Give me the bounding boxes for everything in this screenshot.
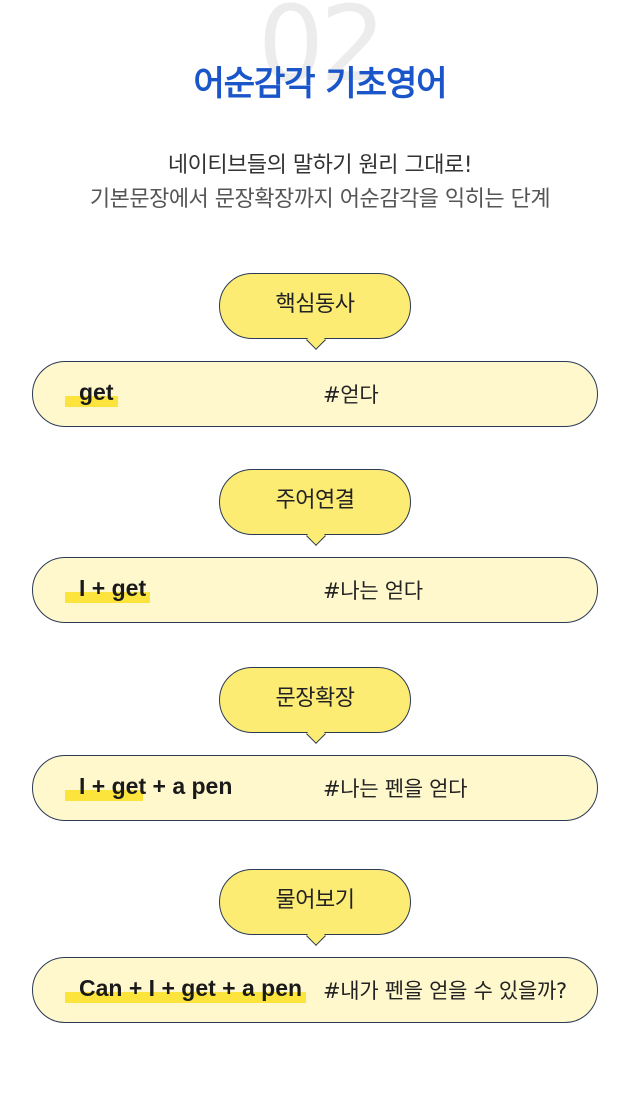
subtitle-line-2: 기본문장에서 문장확장까지 어순감각을 익히는 단계 xyxy=(89,187,551,212)
english-text: get xyxy=(79,379,114,405)
step-label: 문장확장 xyxy=(275,686,355,711)
english-phrase: Can + I + get + a pen xyxy=(65,971,307,1005)
english-phrase: I + get + a pen xyxy=(65,769,233,803)
example-row-subject: I + get #나는 얻다 xyxy=(32,557,598,623)
english-text: I + get xyxy=(79,575,147,601)
step-bubble-subject: 주어연결 xyxy=(219,469,411,535)
highlight-marker xyxy=(65,790,143,801)
example-row-question: Can + I + get + a pen #내가 펜을 얻을 수 있을까? xyxy=(32,957,598,1023)
english-text: I + get + a pen xyxy=(79,773,233,799)
step-label: 핵심동사 xyxy=(275,292,355,317)
english-phrase: get xyxy=(65,375,118,409)
english-text: Can + I + get + a pen xyxy=(79,975,303,1001)
step-number-watermark: 02 xyxy=(257,0,386,105)
example-row-core-verb: get #얻다 xyxy=(32,361,598,427)
step-label: 물어보기 xyxy=(275,888,355,913)
korean-meaning: #얻다 xyxy=(323,383,379,407)
example-row-extension: I + get + a pen #나는 펜을 얻다 xyxy=(32,755,598,821)
subtitle-line-1: 네이티브들의 말하기 원리 그대로! xyxy=(167,153,473,178)
page-title: 어순감각 기초영어 xyxy=(193,64,447,104)
korean-meaning: #나는 얻다 xyxy=(323,579,423,603)
highlight-marker xyxy=(65,396,118,407)
korean-meaning: #나는 펜을 얻다 xyxy=(323,777,468,801)
korean-meaning: #내가 펜을 얻을 수 있을까? xyxy=(323,979,567,1003)
step-bubble-core-verb: 핵심동사 xyxy=(219,273,411,339)
step-bubble-question: 물어보기 xyxy=(219,869,411,935)
step-bubble-extension: 문장확장 xyxy=(219,667,411,733)
highlight-marker xyxy=(65,992,307,1003)
highlight-marker xyxy=(65,592,151,603)
step-label: 주어연결 xyxy=(275,488,355,513)
english-phrase: I + get xyxy=(65,571,151,605)
